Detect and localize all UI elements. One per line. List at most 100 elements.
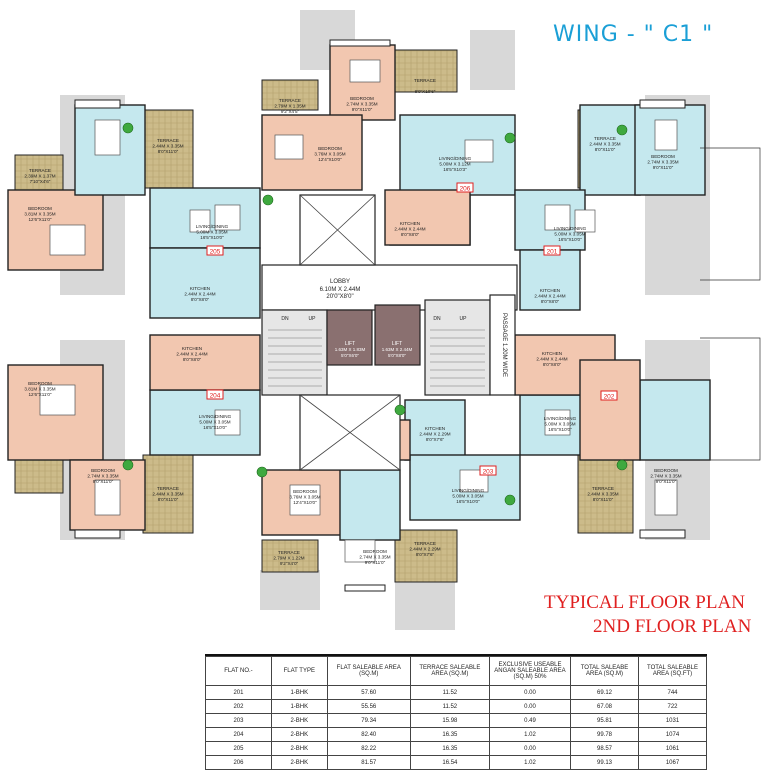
room-label-ft: 8'0"X8'0" <box>541 299 560 304</box>
plant-icons <box>122 122 628 506</box>
table-cell: 2-BHK <box>270 755 328 770</box>
room-label-name: TERRACE <box>279 98 301 103</box>
room-label-ft: 8'0"X8'0" <box>401 232 420 237</box>
room-label-size: 2.74M X 3.35M <box>647 160 678 165</box>
table-cell: 82.22 <box>326 741 411 756</box>
table-cell: 0.49 <box>488 713 572 728</box>
room-label-ft: 16'5"X10'0" <box>558 237 582 242</box>
table-cell: 1074 <box>637 727 708 742</box>
lift-right-size: 1.63M X 2.44M <box>382 347 413 352</box>
room-label-ft: 7'10"X4'6" <box>30 179 51 184</box>
room-label-name: TERRACE <box>592 486 614 491</box>
room-label-name: TERRACE <box>29 168 51 173</box>
header-terrace-saleable: TERRACE SALEABLE AREA (SQ.M) <box>409 656 490 686</box>
room-label-size: 5.00M X 3.05M <box>199 420 230 425</box>
table-cell: 98.57 <box>570 741 639 756</box>
table-cell: 11.52 <box>409 699 490 714</box>
room-label-name: KITCHEN <box>400 221 420 226</box>
wing-title: WING - " C1 " <box>553 22 714 47</box>
room-label-name: LIVING/DINING <box>196 224 229 229</box>
room-label-name: KITCHEN <box>190 286 210 291</box>
room-label-size: 2.44M X 2.44M <box>176 352 207 357</box>
stair-up-left: UP <box>309 316 317 322</box>
room-label-ft: 8'0"X8'0" <box>183 357 202 362</box>
room-label-size: 2.79M X 1.22M <box>273 556 304 561</box>
flat-badges: 206 205 201 204 202 203 <box>206 182 618 476</box>
header-total-sqft: TOTAL SALEABLE AREA (SQ.FT) <box>637 656 708 686</box>
table-top-rule <box>205 654 707 657</box>
room-label-ft: 9'0"X11'0" <box>93 479 114 484</box>
room-label-size: 2.44M X 3.35M <box>152 492 183 497</box>
table-cell: 15.98 <box>409 713 490 728</box>
room-label-name: BEDROOM <box>28 381 52 386</box>
table-cell: 99.78 <box>570 727 639 742</box>
lobby-size: 6.10M X 2.44M <box>320 287 361 293</box>
room-label-ft: 8'0"X8'0" <box>191 297 210 302</box>
floor-plan-diagram: 206 205 201 204 202 203 LOBBY 6.10M X 2.… <box>7 10 761 630</box>
header-flat-saleable: FLAT SALEABLE AREA (SQ.M) <box>326 656 411 686</box>
stair-dn-label: DN <box>433 316 441 322</box>
balconies <box>74 39 686 592</box>
room-label-size: 2.74M X 3.35M <box>359 555 390 560</box>
room-label-size: 2.44M X 2.29M <box>419 432 450 437</box>
bedrooms <box>7 44 396 536</box>
room-label-name: LIVING/DINING <box>452 488 485 493</box>
room-label-size: 2.44M X 3.35M <box>589 142 620 147</box>
room-label-size: 5.00M X 3.05M <box>544 422 575 427</box>
projection-outline <box>700 147 761 461</box>
room-label-size: 5.00M X 3.05M <box>452 494 483 499</box>
table-cell: 67.08 <box>570 699 639 714</box>
room-label-ft: 8'0"X7'6" <box>416 552 435 557</box>
room-label-size: 3.76M X 3.05M <box>314 152 345 157</box>
table-cell: 11.52 <box>409 685 490 700</box>
room-label-ft: 16'5"X10'0" <box>200 235 224 240</box>
room-label-name: KITCHEN <box>425 426 445 431</box>
room-label-name: KITCHEN <box>540 288 560 293</box>
table-cell: 202 <box>205 699 272 714</box>
room-label-ft: 8'0"X11'0" <box>158 149 179 154</box>
room-label-name: LIVING/DINING <box>554 226 587 231</box>
table-cell: 82.40 <box>326 727 411 742</box>
room-label-size: 2.44M X 2.44M <box>534 294 565 299</box>
room-label-ft: 9'2"X4'0" <box>280 561 299 566</box>
table-cell: 55.56 <box>326 699 411 714</box>
room-label-name: BEDROOM <box>293 489 317 494</box>
table-cell: 16.54 <box>409 755 490 770</box>
badge-201: 201 <box>547 249 558 256</box>
room-label-size: 5.00M X 3.05M <box>196 230 227 235</box>
room-label-name: BEDROOM <box>318 146 342 151</box>
room-label-ft: 16'5"X10'0" <box>456 499 480 504</box>
room-label-name: LIVING/DINING <box>544 416 577 421</box>
room-label-ft: 9'0"X11'0" <box>656 479 677 484</box>
room-label-name: KITCHEN <box>182 346 202 351</box>
table-cell: 1.02 <box>488 755 572 770</box>
room-label-size: 5.00M X 3.05M <box>554 232 585 237</box>
badge-205: 205 <box>210 249 221 256</box>
room-label-ft: 9'0"X11'0" <box>352 107 373 112</box>
lift-left-label: LIFT <box>345 341 355 347</box>
room-label-size: 2.44M X 3.35M <box>152 144 183 149</box>
room-label-size: 3.81M X 3.35M <box>24 212 55 217</box>
lobby-size-ft: 20'0"X8'0" <box>326 294 353 300</box>
room-label-ft: 8'0"X7'6" <box>426 437 445 442</box>
room-label-ft: 8'0"X11'0" <box>595 147 616 152</box>
room-label-name: TERRACE <box>594 136 616 141</box>
room-label-name: TERRACE <box>414 78 436 83</box>
room-label-name: BEDROOM <box>28 206 52 211</box>
room-label-size: 2.74M X 3.35M <box>346 102 377 107</box>
table-cell: 0.00 <box>488 741 572 756</box>
table-cell: 203 <box>205 713 272 728</box>
core-labels: LOBBY 6.10M X 2.44M 20'0"X8'0" LIFT 1.63… <box>281 279 507 377</box>
room-label-name: BEDROOM <box>91 468 115 473</box>
table-cell: 205 <box>205 741 272 756</box>
header-flat-no: FLAT NO.- <box>205 656 272 686</box>
room-label-name: BEDROOM <box>651 154 675 159</box>
room-label-ft: 9'0"X11'0" <box>653 165 674 170</box>
room-label-ft: 9'2"X4'5" <box>281 109 300 114</box>
typical-floor-plan-title: TYPICAL FLOOR PLAN <box>544 592 745 613</box>
area-statement-table: FLAT NO.- FLAT TYPE FLAT SALEABLE AREA (… <box>205 656 708 770</box>
